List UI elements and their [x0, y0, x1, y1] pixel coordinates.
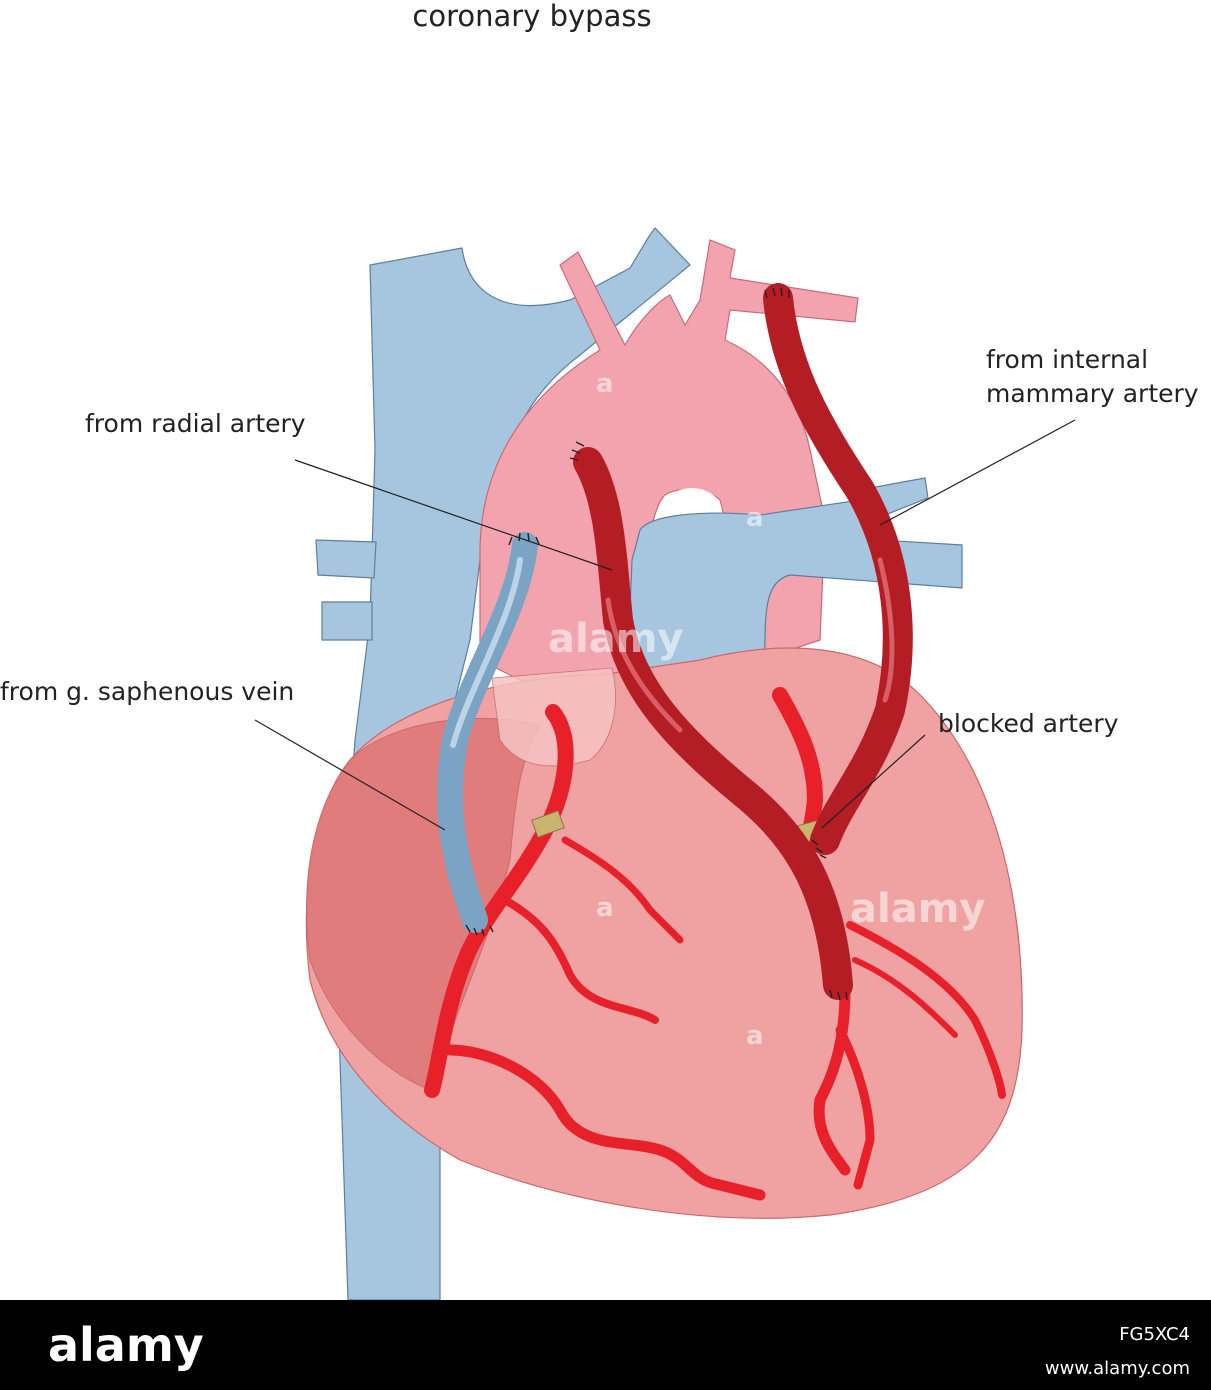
- vein-branch-upper: [315, 539, 377, 579]
- obtuse-marginal-branch: [846, 921, 1006, 1099]
- saphenous-vein-graft-highlight: [450, 557, 523, 748]
- footer-image-id: FG5XC4: [1119, 1324, 1190, 1345]
- right-coronary-branch: [444, 1044, 766, 1201]
- footer-url: www.alamy.com: [1045, 1358, 1190, 1379]
- saphenous-vein-leader: [254, 719, 446, 831]
- label-blocked-artery: blocked artery: [938, 709, 1119, 738]
- diagonal-branch: [835, 1025, 875, 1190]
- diagram-title: coronary bypass: [412, 0, 651, 33]
- internal-mammary-graft: [763, 283, 913, 855]
- watermark-text-2: alamy: [850, 886, 985, 932]
- posterior-branch: [561, 836, 684, 944]
- vein-branch-lower: [321, 601, 373, 641]
- footer-logo: alamy: [48, 1318, 204, 1372]
- internal-mammary-graft-highlight: [877, 557, 895, 703]
- watermark: alamy alamy a a a a: [548, 369, 985, 1051]
- watermark-mark-2: a: [596, 893, 614, 923]
- label-saphenous-vein: from g. saphenous vein: [0, 677, 294, 706]
- footer-bar: [0, 1300, 1211, 1390]
- label-internal-mammary-line1: from internal: [986, 345, 1148, 374]
- blocked-artery-leader: [821, 734, 926, 829]
- watermark-mark-3: a: [746, 503, 764, 533]
- watermark-mark-1: a: [596, 369, 614, 399]
- coronary-arteries: [424, 687, 1006, 1201]
- radial-artery-graft: [573, 447, 853, 1000]
- radial-artery-graft-highlight: [605, 597, 683, 733]
- watermark-text-1: alamy: [548, 616, 683, 662]
- label-internal-mammary-line2: mammary artery: [986, 379, 1199, 408]
- suture-stitches: [465, 287, 848, 1001]
- radial-artery-leader: [294, 459, 613, 571]
- distal-branch: [852, 957, 958, 1038]
- label-radial-artery: from radial artery: [85, 409, 306, 438]
- watermark-mark-4: a: [746, 1021, 764, 1051]
- blockage-right: [531, 810, 565, 838]
- mammary-artery-leader: [879, 419, 1076, 526]
- acute-marginal-branch: [501, 896, 659, 1024]
